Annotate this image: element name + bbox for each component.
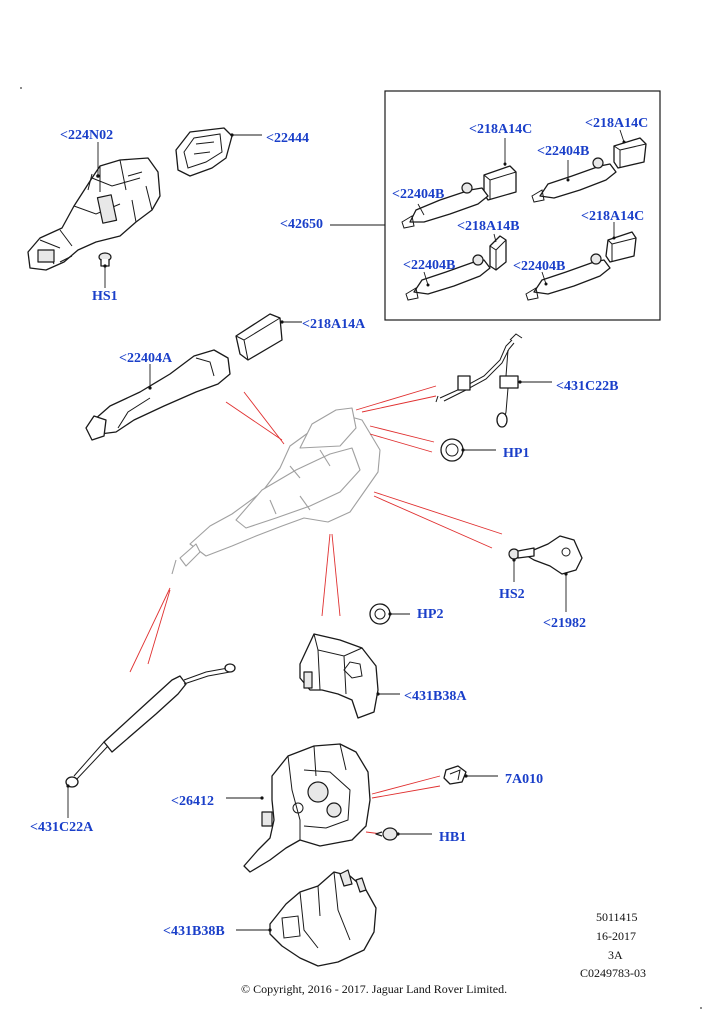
label-22404B-3[interactable]: <22404B [403, 258, 456, 273]
handle-cap-218A14A[interactable] [235, 313, 283, 361]
label-218A14A[interactable]: <218A14A [302, 317, 366, 332]
screw-HS2[interactable] [508, 547, 535, 560]
inset-cap-218A14B[interactable] [489, 235, 507, 271]
label-21982[interactable]: <21982 [543, 616, 586, 631]
leader-218A14B [493, 233, 497, 243]
label-HS1[interactable]: HS1 [92, 289, 118, 304]
latch-cover-431B38B[interactable] [269, 869, 377, 967]
leader-22404B-3 [423, 271, 429, 286]
bracket-21982[interactable] [523, 535, 583, 575]
label-HS2[interactable]: HS2 [499, 587, 525, 602]
leader-22404B-1 [417, 203, 425, 216]
label-7A010[interactable]: 7A010 [505, 772, 544, 787]
label-431C22B[interactable]: <431C22B [556, 379, 619, 394]
ref-number: 5011415 [596, 910, 638, 924]
inset-handle-22404B-3[interactable] [405, 254, 491, 301]
handle-gasket-22444[interactable] [175, 127, 233, 177]
main-latch-assembly-ghost [171, 407, 381, 575]
label-HP2[interactable]: HP2 [417, 607, 444, 622]
ref-code: C0249783-03 [580, 966, 646, 980]
bolt-HB1[interactable] [375, 827, 398, 841]
handle-bracket-224N02[interactable] [27, 157, 161, 271]
inset-handle-22404B-1[interactable] [401, 182, 489, 229]
inset-cap-218A14C-1[interactable] [483, 165, 517, 201]
handle-kit-inset-box [384, 90, 661, 321]
label-HP1[interactable]: HP1 [503, 446, 530, 461]
label-22404A[interactable]: <22404A [119, 351, 173, 366]
label-218A14B[interactable]: <218A14B [457, 219, 520, 234]
inset-handle-22404B-4[interactable] [525, 253, 611, 301]
copyright-notice: © Copyright, 2016 - 2017. Jaguar Land Ro… [241, 982, 508, 996]
door-latch-26412[interactable] [243, 743, 371, 873]
cable-431C22A[interactable] [65, 663, 236, 788]
inset-handle-22404B-2[interactable] [531, 157, 617, 203]
label-218A14C-2[interactable]: <218A14C [585, 116, 649, 131]
label-22404B-4[interactable]: <22404B [513, 259, 566, 274]
label-431C22A[interactable]: <431C22A [30, 820, 94, 835]
screw-HS1[interactable] [98, 252, 112, 267]
label-22404B-1[interactable]: <22404B [392, 187, 445, 202]
label-218A14C-1[interactable]: <218A14C [469, 122, 533, 137]
label-22444[interactable]: <22444 [266, 131, 309, 146]
label-HB1[interactable]: HB1 [439, 830, 467, 845]
label-26412[interactable]: <26412 [171, 794, 214, 809]
ref-date: 16-2017 [596, 929, 636, 943]
plug-HP1[interactable] [440, 438, 464, 462]
inset-cap-218A14C-3[interactable] [605, 231, 637, 263]
label-431B38B[interactable]: <431B38B [163, 924, 225, 939]
leader-22404B-4 [541, 271, 547, 285]
label-431B38A[interactable]: <431B38A [404, 689, 467, 704]
ref-sheet: 3A [608, 948, 623, 962]
label-22404B-2[interactable]: <22404B [537, 144, 590, 159]
label-218A14C-3[interactable]: <218A14C [581, 209, 645, 224]
inset-cap-218A14C-2[interactable] [613, 137, 647, 169]
plug-HP2[interactable] [369, 603, 391, 625]
latch-cover-431B38A[interactable] [299, 633, 379, 719]
clip-7A010[interactable] [443, 765, 467, 785]
label-42650[interactable]: <42650 [280, 217, 323, 232]
cable-431C22B[interactable] [435, 333, 523, 428]
leader-218A14C-2 [619, 129, 625, 143]
label-224N02[interactable]: <224N02 [60, 128, 114, 143]
